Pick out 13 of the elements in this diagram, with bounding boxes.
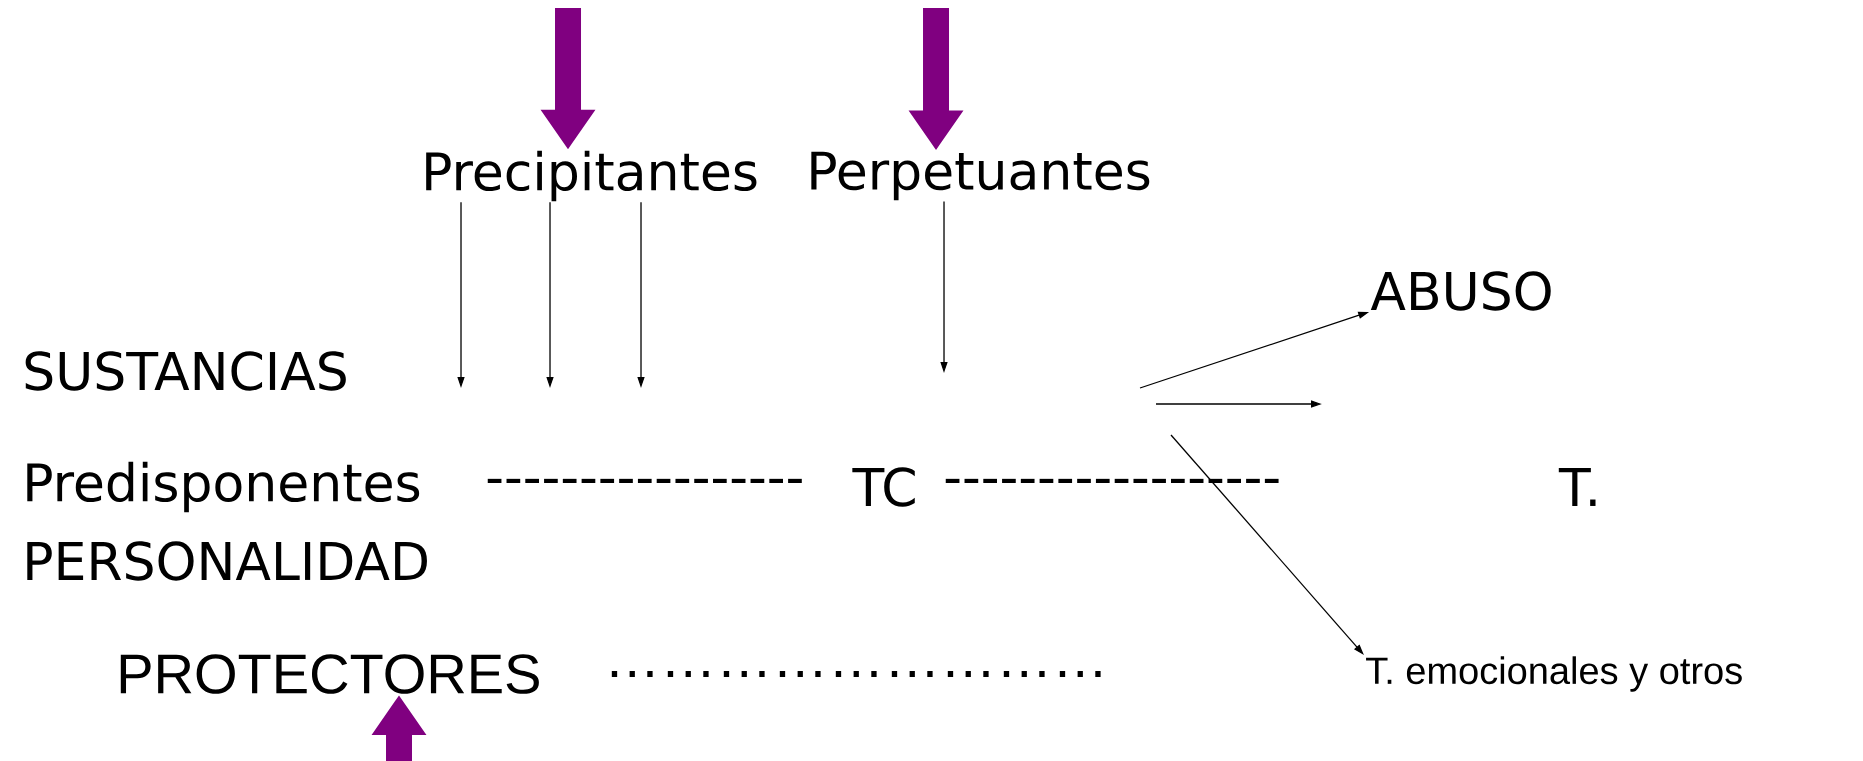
text-label: PERSONALIDAD [27, 541, 427, 581]
text-label: SUSTANCIAS [25, 351, 346, 391]
text-label: Perpetuantes [811, 151, 1150, 201]
arrow [1170, 434, 1364, 655]
text-label: T. [1558, 468, 1596, 506]
text-label: PROTECTORES [120, 654, 539, 694]
text-label: T. emocionales y otros [1366, 656, 1742, 692]
text-label: ABUSO [1370, 271, 1551, 311]
text-label: ----------------- [487, 478, 802, 483]
text-label: Precipitantes [426, 150, 757, 202]
text-label: ……………………… [611, 671, 1101, 677]
text-label: Predisponentes [27, 461, 420, 513]
text-label: TC [852, 467, 915, 507]
